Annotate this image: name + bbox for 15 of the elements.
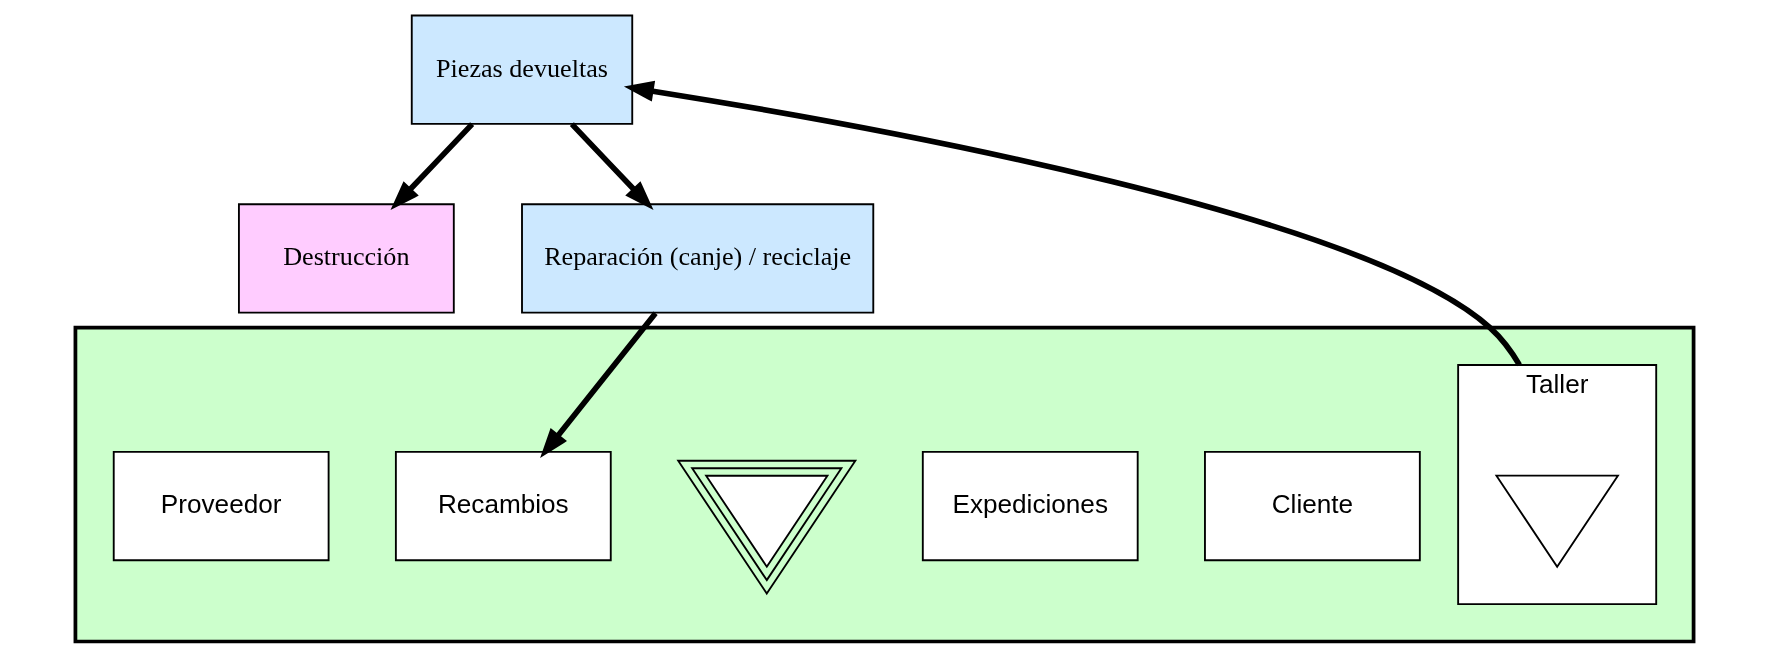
- arrow: [390, 122, 475, 211]
- cluster: [73, 325, 1696, 644]
- node-box: Reparación (canje) / reciclaje: [521, 203, 875, 314]
- node-box: Cliente: [1204, 450, 1421, 562]
- arrow: [540, 311, 658, 458]
- cluster: Taller: [1457, 364, 1658, 606]
- node-box: Destrucción: [238, 203, 455, 314]
- node-box: Recambios: [394, 450, 612, 562]
- node-triangle: [676, 459, 858, 596]
- node-box: Proveedor: [112, 450, 330, 562]
- node-box: Piezas devueltas: [410, 14, 634, 125]
- arrow: [623, 80, 1522, 367]
- arrow: [569, 122, 654, 211]
- node-triangle: [1494, 474, 1620, 569]
- node-box: Expediciones: [921, 450, 1139, 562]
